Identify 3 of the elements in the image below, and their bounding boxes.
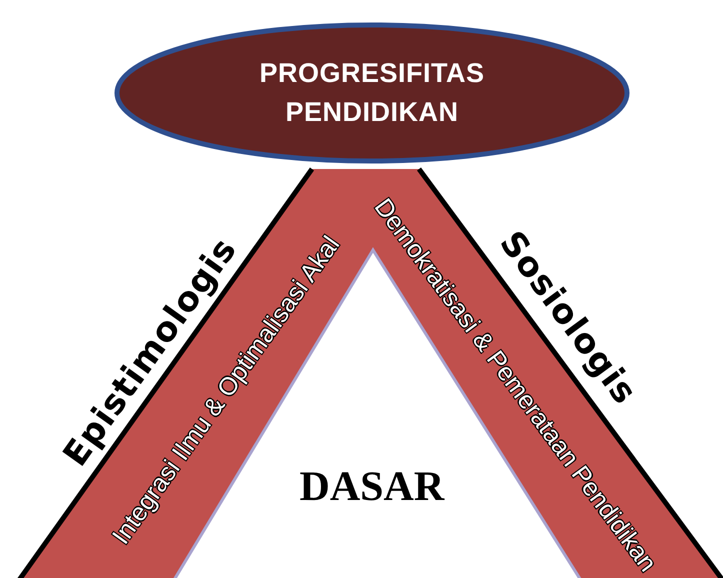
base-text: DASAR — [300, 463, 444, 511]
title-ellipse — [114, 22, 630, 164]
title-text: PROGRESIFITAS PENDIDIKAN — [258, 56, 486, 129]
